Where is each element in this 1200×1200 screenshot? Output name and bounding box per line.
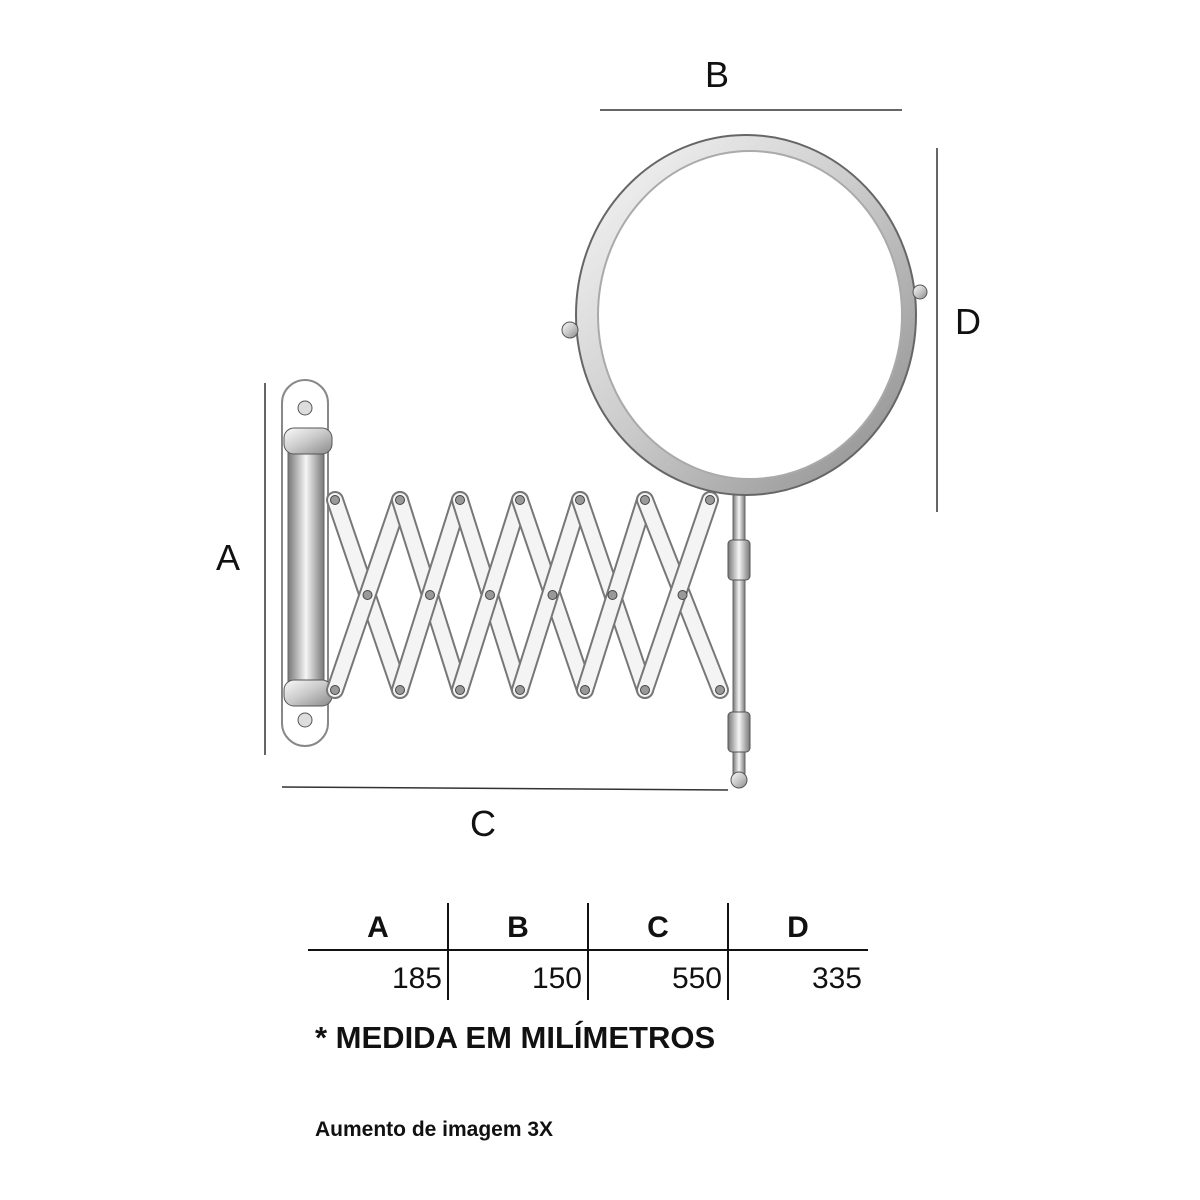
- rivet: [425, 590, 435, 600]
- rivet: [455, 495, 465, 505]
- rivet: [515, 685, 525, 695]
- table-divider: [727, 903, 729, 1000]
- dimension-label-d: D: [955, 301, 981, 342]
- dimension-label-c: C: [470, 803, 496, 844]
- table-value-c: 550: [671, 962, 722, 995]
- dimension-label-a: A: [215, 537, 241, 578]
- rivet: [705, 495, 715, 505]
- rivet: [485, 590, 495, 600]
- rivet: [715, 685, 725, 695]
- rivet: [455, 685, 465, 695]
- rivet: [677, 590, 688, 600]
- table-header-d: D: [787, 911, 809, 944]
- dimension-label-b: B: [704, 54, 730, 95]
- rivet: [580, 685, 590, 695]
- rivet: [395, 495, 405, 505]
- table-value-d: 335: [811, 962, 862, 995]
- units-note: * MEDIDA EM MILÍMETROS: [315, 1020, 716, 1055]
- rivet: [575, 495, 585, 505]
- rivet: [607, 590, 618, 600]
- rivet: [395, 685, 405, 695]
- table-header-b: B: [507, 911, 529, 944]
- rivet: [640, 685, 650, 695]
- table-divider: [587, 903, 589, 1000]
- rivet: [547, 590, 558, 600]
- table-header-a: A: [367, 911, 389, 944]
- table-value-b: 150: [531, 962, 582, 995]
- table-header-c: C: [647, 911, 669, 944]
- rivet: [330, 495, 340, 505]
- rivet: [362, 590, 373, 600]
- rivet: [640, 495, 650, 505]
- magnification-note: Aumento de imagem 3X: [315, 1118, 554, 1141]
- table-value-a: 185: [391, 962, 442, 995]
- rivet: [515, 495, 525, 505]
- table-divider: [447, 903, 449, 1000]
- mirror-glass: [597, 150, 903, 480]
- rivet: [330, 685, 340, 695]
- dimension-line-c: [281, 786, 729, 791]
- scissor-arm: [326, 491, 729, 699]
